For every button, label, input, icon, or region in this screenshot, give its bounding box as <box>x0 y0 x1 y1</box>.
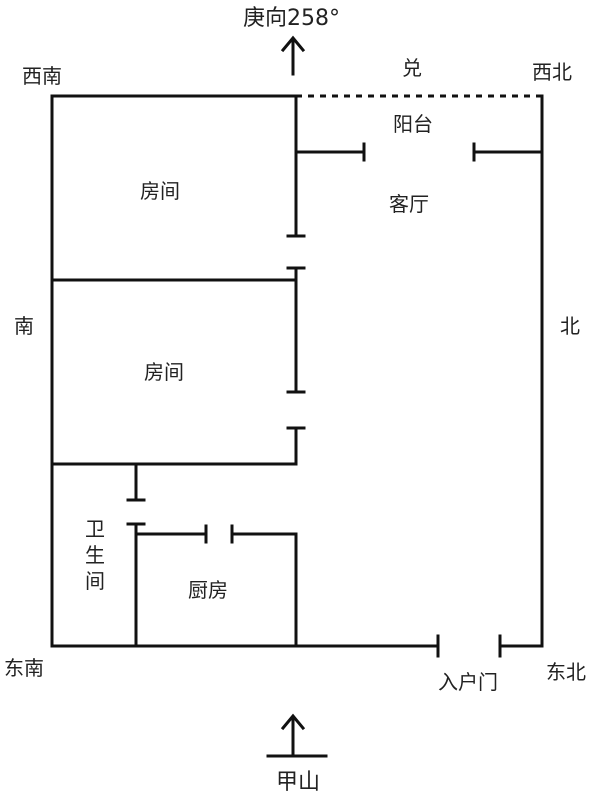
top-arrow-head <box>280 35 306 53</box>
bottom-arrow-head <box>280 713 306 731</box>
direction-west: 兑 <box>402 56 422 80</box>
direction-southeast: 东南 <box>4 656 44 680</box>
room-label-living-room: 客厅 <box>389 192 429 216</box>
room-label-kitchen: 厨房 <box>188 578 228 602</box>
direction-northwest: 西北 <box>532 60 572 84</box>
bottom-mountain-label: 甲山 <box>276 770 321 795</box>
direction-southwest: 西南 <box>22 64 62 88</box>
top-direction-label: 庚向258° <box>243 6 340 31</box>
room-label-room-1: 房间 <box>140 179 180 203</box>
direction-south: 南 <box>14 314 34 338</box>
entrance-door-label: 入户门 <box>438 670 498 694</box>
direction-northeast: 东北 <box>546 660 586 684</box>
room-label-room-2: 房间 <box>144 360 184 384</box>
room-label-bathroom: 卫生间 <box>85 517 105 593</box>
direction-north: 北 <box>560 314 580 338</box>
room-label-balcony: 阳台 <box>393 112 433 136</box>
